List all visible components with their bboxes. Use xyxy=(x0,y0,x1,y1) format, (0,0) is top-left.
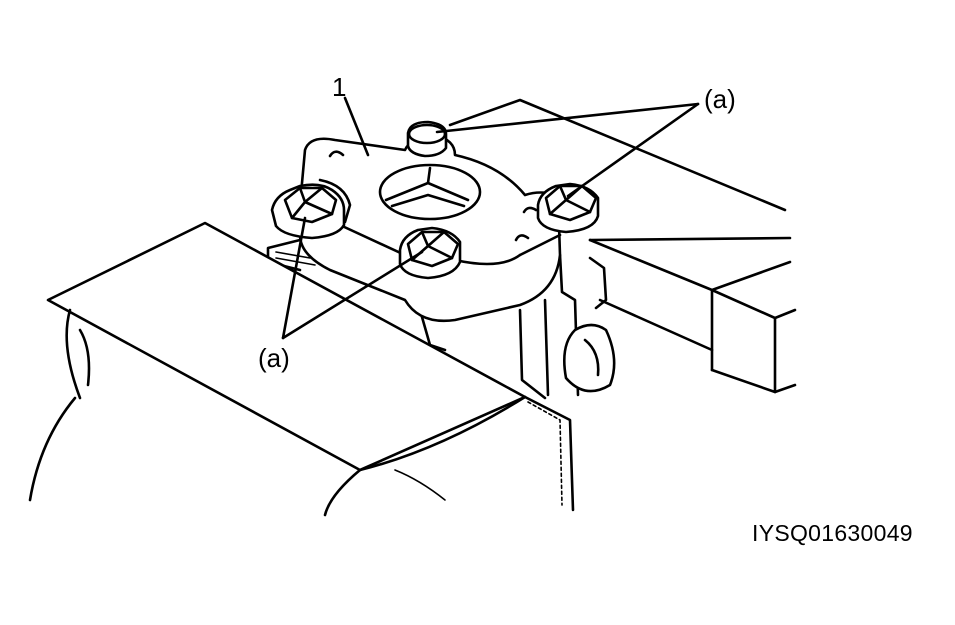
leader-a-bottom-1 xyxy=(281,216,307,340)
leader-a-top-1 xyxy=(435,102,700,134)
leader-lines xyxy=(281,96,700,340)
leader-a-top-2 xyxy=(566,102,700,198)
bolt-callout-bottom-label: (a) xyxy=(258,343,290,373)
left-front-housing xyxy=(28,221,575,517)
right-housing-block xyxy=(448,98,797,394)
bolt-top xyxy=(406,120,448,158)
leader-a-bottom-2 xyxy=(281,250,424,340)
bolt-left xyxy=(270,183,346,240)
reference-code-label: IYSQ01630049 xyxy=(752,520,913,546)
bolt-callout-top-label: (a) xyxy=(704,84,736,114)
bolt-right xyxy=(536,182,600,234)
part-number-label: 1 xyxy=(332,72,347,102)
bolt-front xyxy=(398,226,462,280)
leader-part-1 xyxy=(343,96,370,157)
